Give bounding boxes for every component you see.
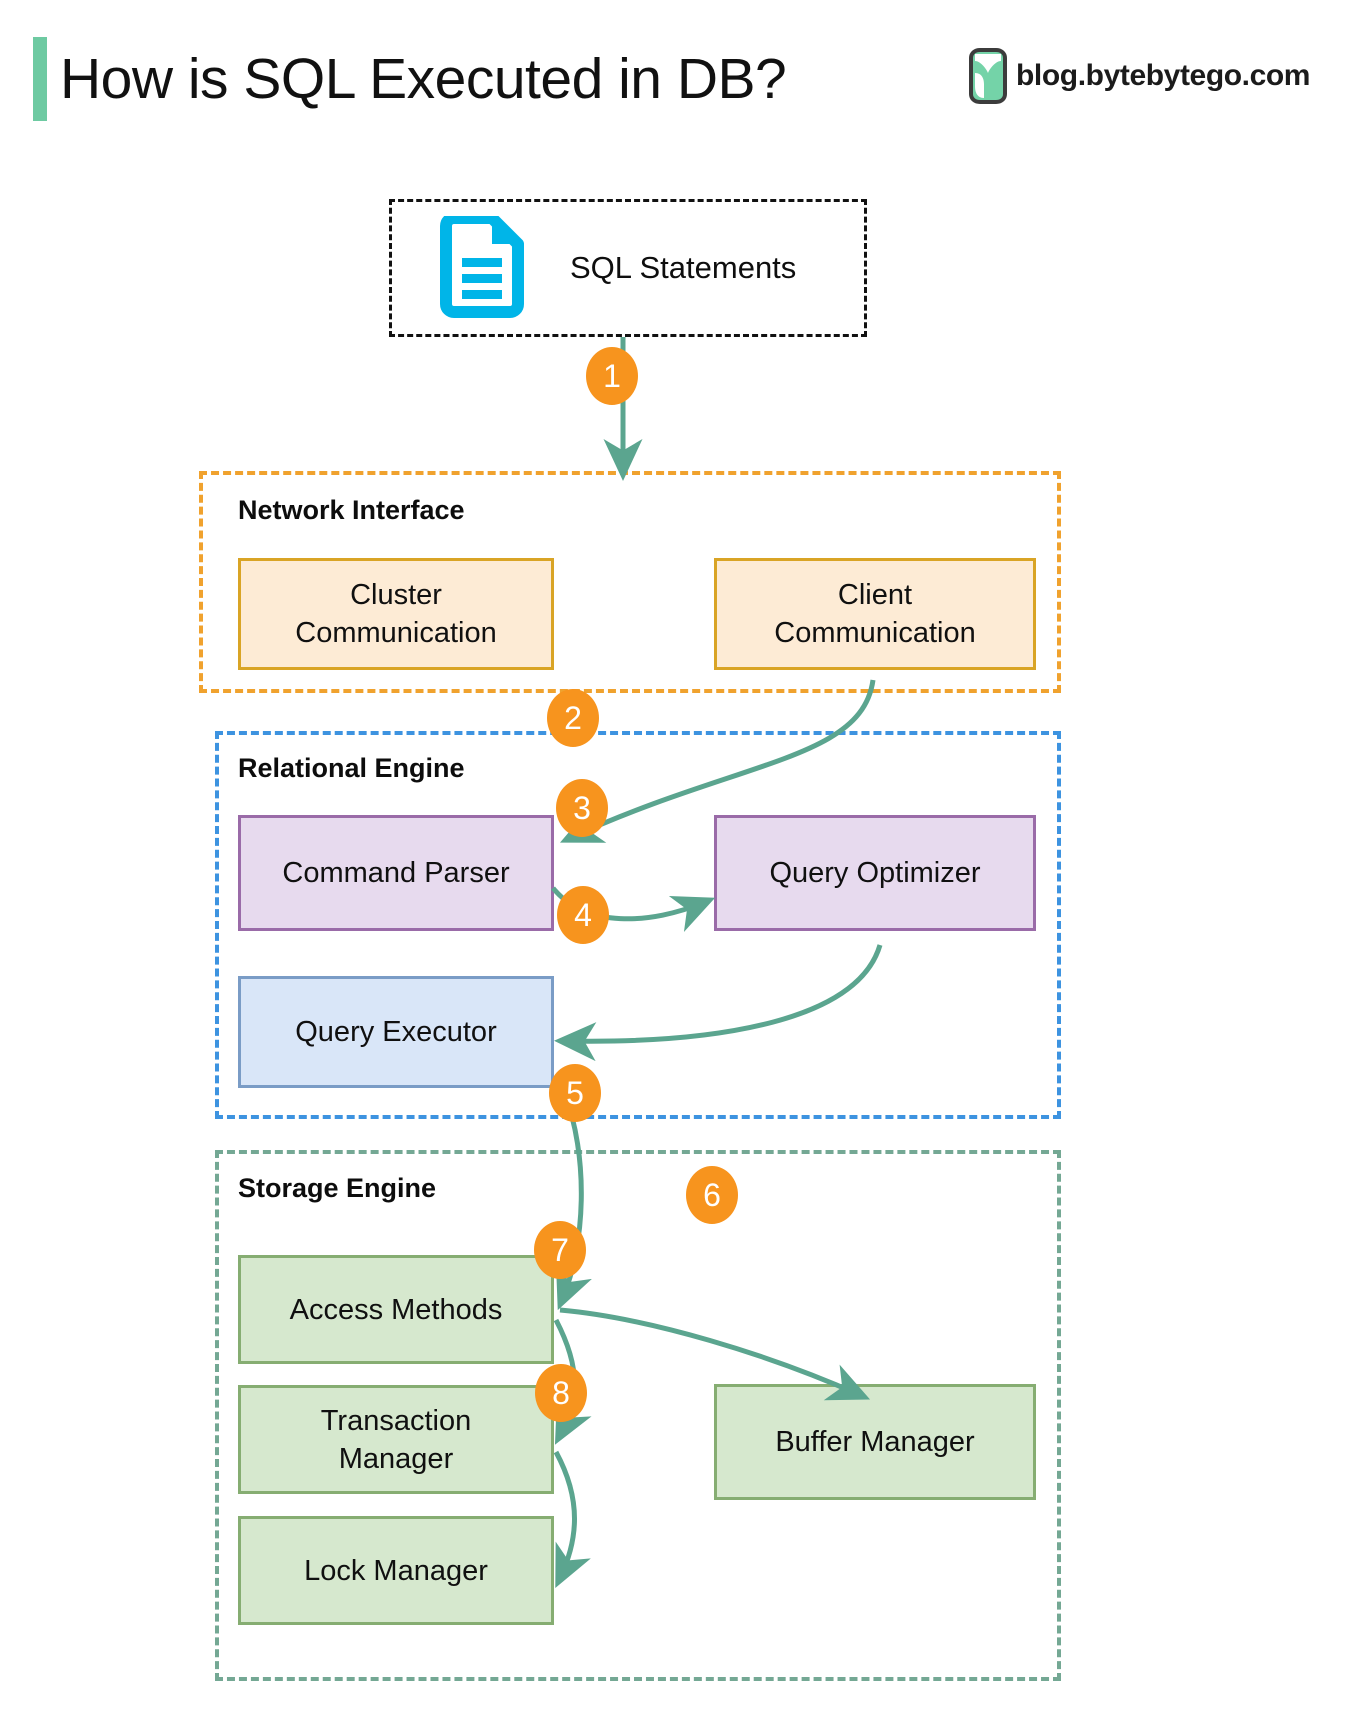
step-badge-2: 2	[547, 689, 599, 747]
node-command-parser[interactable]: Command Parser	[238, 815, 554, 931]
step-number: 4	[574, 896, 592, 933]
bytebytego-logo-icon	[969, 48, 1007, 104]
step-number: 7	[551, 1231, 569, 1268]
step-number: 8	[552, 1374, 570, 1411]
node-query-optimizer[interactable]: Query Optimizer	[714, 815, 1036, 931]
group-storage-engine	[215, 1150, 1061, 1681]
node-label: Lock Manager	[304, 1554, 488, 1587]
step-badge-7: 7	[534, 1221, 586, 1279]
node-buffer-manager[interactable]: Buffer Manager	[714, 1384, 1036, 1500]
node-label: Query Executor	[295, 1016, 497, 1048]
brand-label: blog.bytebytego.com	[1016, 59, 1311, 92]
node-label-line1: Cluster	[350, 579, 442, 611]
node-label-line1: Client	[837, 579, 913, 611]
document-icon	[440, 216, 524, 318]
node-transaction-manager[interactable]: Transaction Manager	[238, 1385, 554, 1494]
step-badge-4: 4	[557, 886, 609, 944]
step-number: 3	[573, 789, 591, 826]
brand: blog.bytebytego.com	[966, 44, 1310, 108]
node-label: Command Parser	[282, 857, 510, 889]
group-title-relational-engine: Relational Engine	[238, 753, 465, 783]
step-number: 5	[566, 1074, 584, 1111]
node-label-line1: Transaction	[320, 1404, 472, 1437]
node-query-executor[interactable]: Query Executor	[238, 976, 554, 1088]
step-badge-3: 3	[556, 779, 608, 837]
group-title-storage-engine: Storage Engine	[238, 1173, 437, 1203]
node-client-communication[interactable]: Client Communication	[714, 558, 1036, 670]
node-label: Buffer Manager	[775, 1426, 975, 1458]
node-label: Access Methods	[289, 1293, 503, 1326]
step-badge-8: 8	[535, 1364, 587, 1422]
node-label-line2: Communication	[774, 617, 976, 649]
step-number: 1	[603, 357, 621, 394]
node-label: Query Optimizer	[769, 857, 981, 889]
step-badge-6: 6	[686, 1166, 738, 1224]
step-number: 2	[564, 699, 582, 736]
step-number: 6	[703, 1176, 721, 1213]
step-badge-5: 5	[549, 1064, 601, 1122]
node-label-line2: Manager	[338, 1442, 454, 1475]
step-badge-1: 1	[586, 347, 638, 405]
sql-statements-label: SQL Statements	[570, 250, 797, 285]
title-accent-bar	[33, 37, 47, 121]
node-cluster-communication[interactable]: Cluster Communication	[238, 558, 554, 670]
sql-statements-box[interactable]: SQL Statements	[389, 199, 867, 337]
page-title: How is SQL Executed in DB?	[60, 47, 787, 111]
node-lock-manager[interactable]: Lock Manager	[238, 1516, 554, 1625]
node-label-line2: Communication	[295, 617, 497, 649]
group-title-network-interface: Network Interface	[238, 495, 465, 525]
node-access-methods[interactable]: Access Methods	[238, 1255, 554, 1364]
